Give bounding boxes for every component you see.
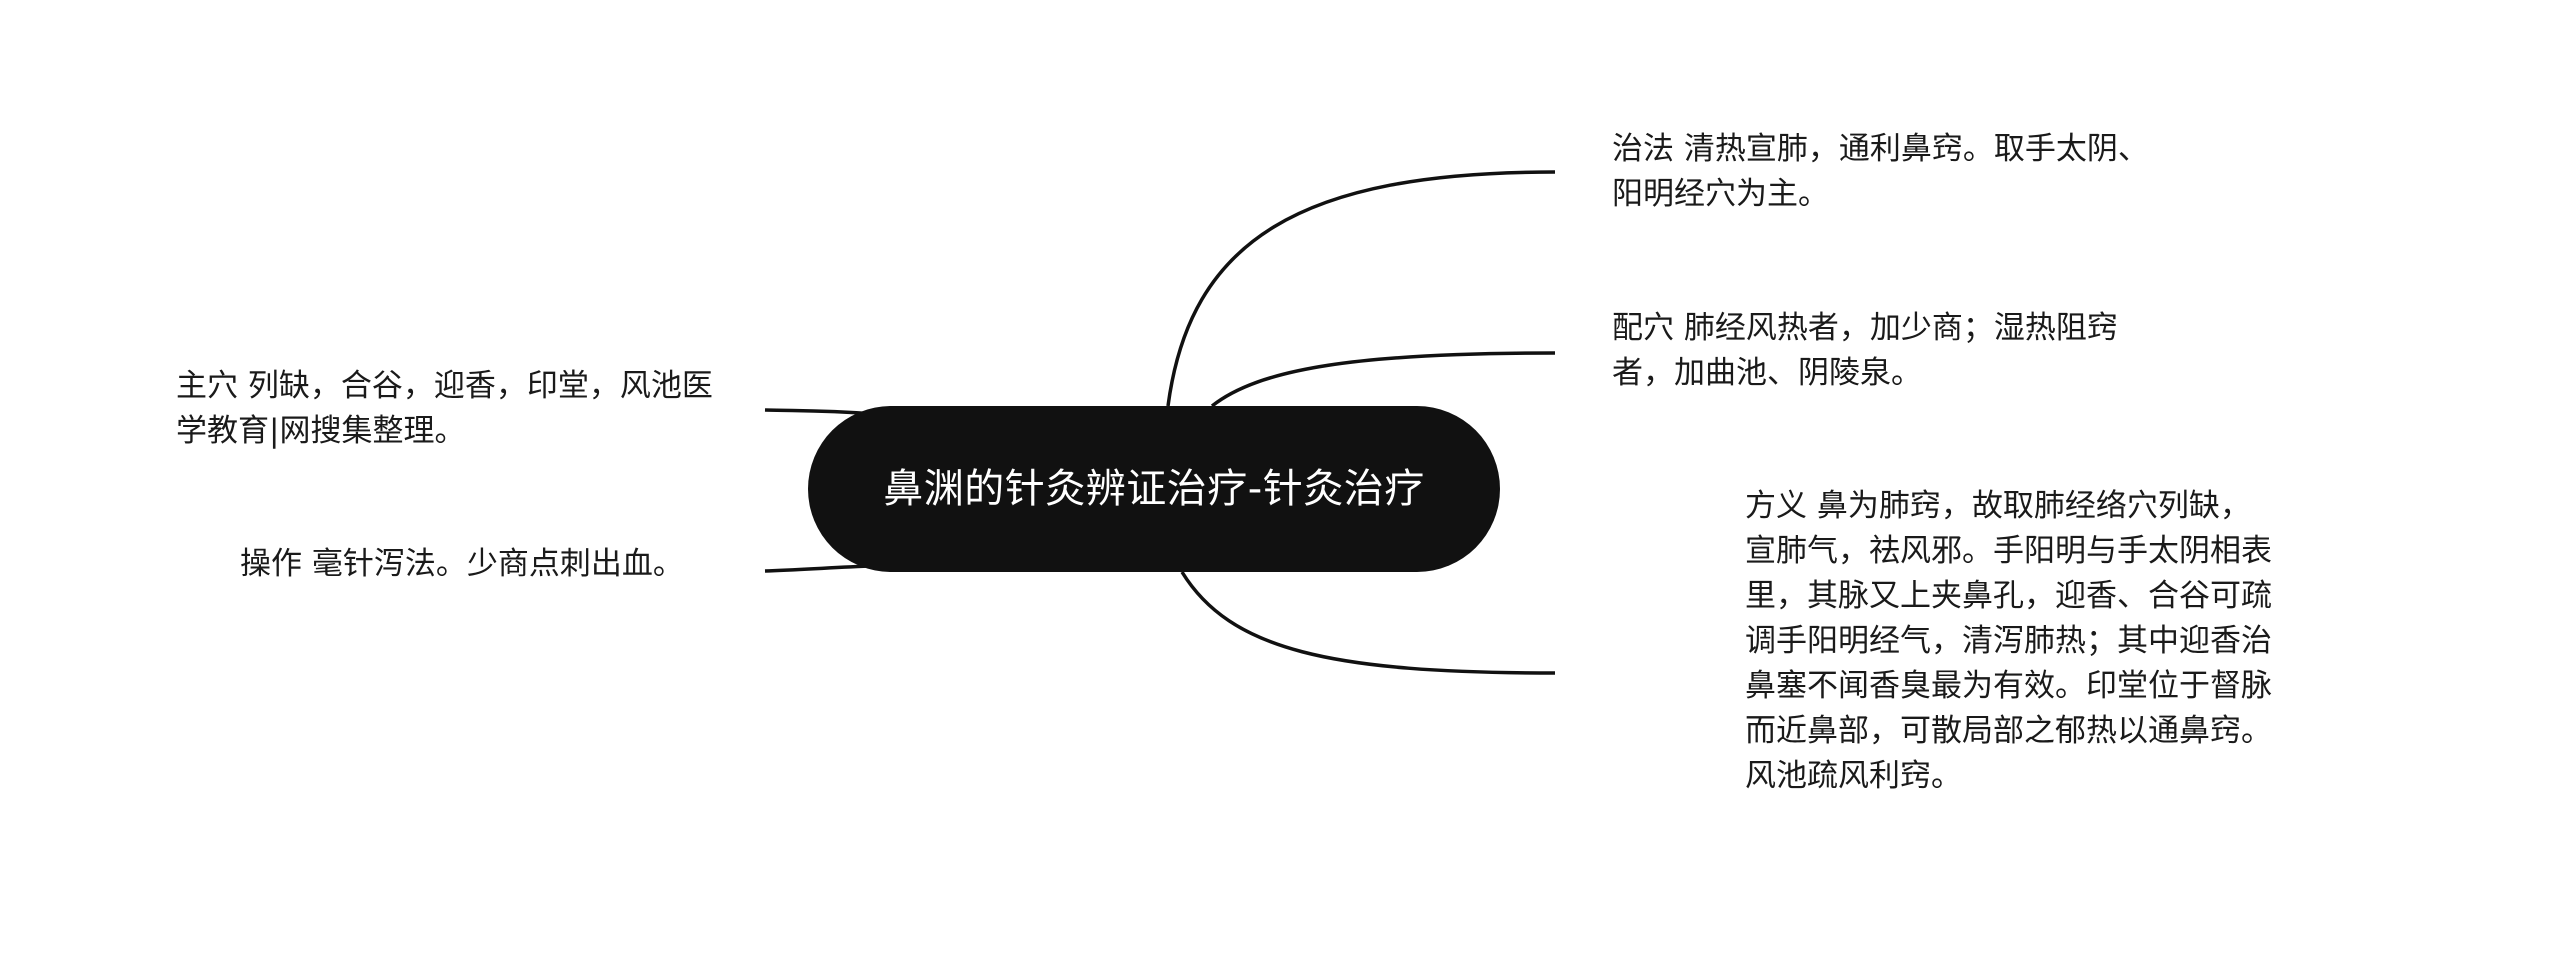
connector-zhifa <box>1166 170 1556 407</box>
connector-fangyi <box>1180 571 1556 675</box>
central-topic[interactable]: 鼻渊的针灸辨证治疗-针灸治疗 <box>808 406 1500 572</box>
topic-peixue[interactable]: 配穴 肺经风热者，加少商；湿热阻窍者，加曲池、阴陵泉。 <box>1612 310 2118 391</box>
topic-fangyi[interactable]: 方义 鼻为肺窍，故取肺经络穴列缺，宣肺气，祛风邪。手阳明与手太阴相表里，其脉又上… <box>1745 488 2272 794</box>
topic-caozuo[interactable]: 操作 毫针泻法。少商点刺出血。 <box>240 546 684 582</box>
central-topic-label: 鼻渊的针灸辨证治疗-针灸治疗 <box>883 466 1425 512</box>
connector-peixue <box>1210 351 1556 408</box>
topic-zhuxue[interactable]: 主穴 列缺，合谷，迎香，印堂，风池医学教育|网搜集整理。 <box>176 368 713 449</box>
connector-caozuo <box>764 564 871 573</box>
topic-zhifa[interactable]: 治法 清热宣肺，通利鼻窍。取手太阴、阳明经穴为主。 <box>1612 131 2149 212</box>
